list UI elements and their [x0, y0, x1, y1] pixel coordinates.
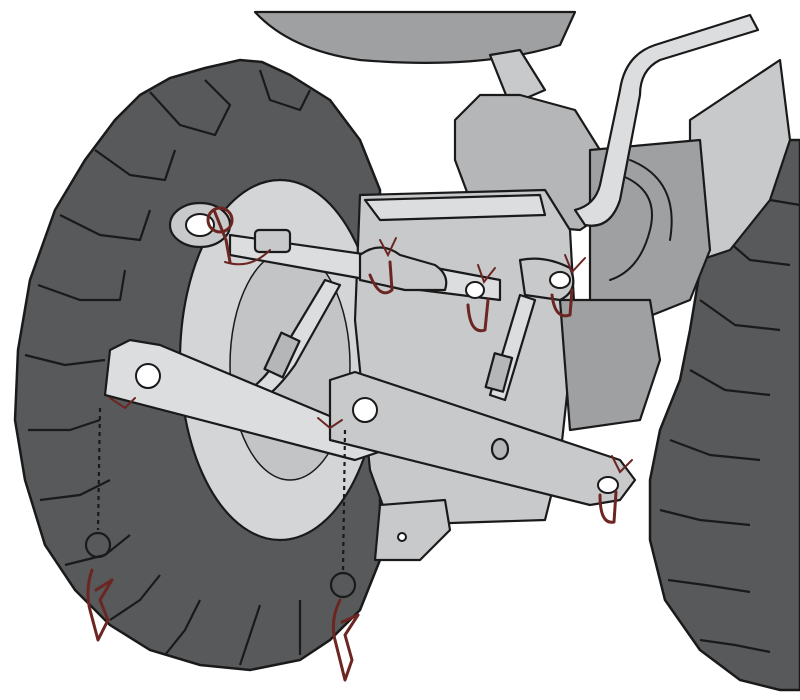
lift-arms [238, 278, 537, 407]
lynch-pin-lower-link-right [598, 455, 633, 524]
seat [253, 10, 577, 107]
lynch-pin-top-link-front [206, 206, 271, 266]
lynch-pin-lower-link-left [109, 397, 136, 410]
safety-chain-center [329, 429, 357, 599]
safety-chains [84, 407, 357, 599]
lower-links [103, 338, 637, 507]
lynch-pin-hanging-center [331, 598, 360, 682]
top-link [168, 201, 575, 302]
lynch-pin-top-link-center [368, 237, 397, 295]
lynch-pins [86, 206, 633, 682]
lynch-pin-hanging-left [86, 568, 114, 642]
lynch-pin-lower-link-center [317, 417, 343, 430]
safety-chain-left [84, 407, 112, 559]
lynch-pin-lift-arm-right [550, 254, 586, 318]
lift-lever [573, 13, 760, 227]
lynch-pin-top-link-right [466, 264, 496, 333]
drawbar-bracket [373, 498, 452, 562]
